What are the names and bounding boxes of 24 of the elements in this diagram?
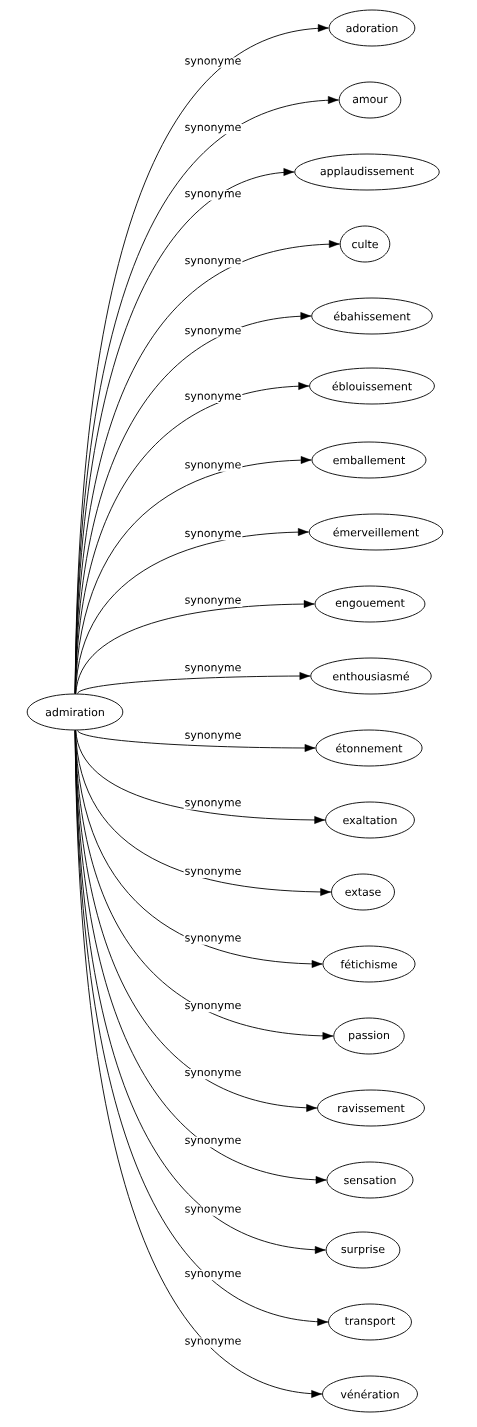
edge-label: synonyme: [183, 1205, 243, 1216]
edge-label: synonyme: [183, 327, 243, 338]
edge-label: synonyme: [183, 596, 243, 607]
arrow: [75, 600, 316, 694]
arrow: [77, 729, 316, 752]
edge-label: synonyme: [183, 123, 243, 135]
edge-label: synonyme: [183, 1001, 243, 1013]
edge-label: synonyme: [183, 1337, 243, 1348]
edge-label: synonyme: [183, 461, 243, 472]
edge-label: synonyme: [183, 731, 243, 742]
edge-label: synonyme: [183, 867, 243, 879]
edge-label: synonyme: [183, 1136, 243, 1148]
arrow: [75, 730, 326, 824]
edge-label: synonyme: [183, 1269, 243, 1281]
edge-label: synonyme: [183, 1068, 243, 1080]
edge-label: synonyme: [183, 190, 243, 201]
edge-label: synonyme: [183, 57, 243, 68]
edge-label: synonyme: [183, 799, 243, 810]
arrow: [77, 672, 311, 695]
edge-label: synonyme: [183, 529, 243, 541]
edge-label: synonyme: [183, 392, 243, 403]
edge-label: synonyme: [183, 934, 243, 945]
edge-label: synonyme: [183, 257, 243, 268]
edge-label: synonyme: [183, 664, 243, 675]
